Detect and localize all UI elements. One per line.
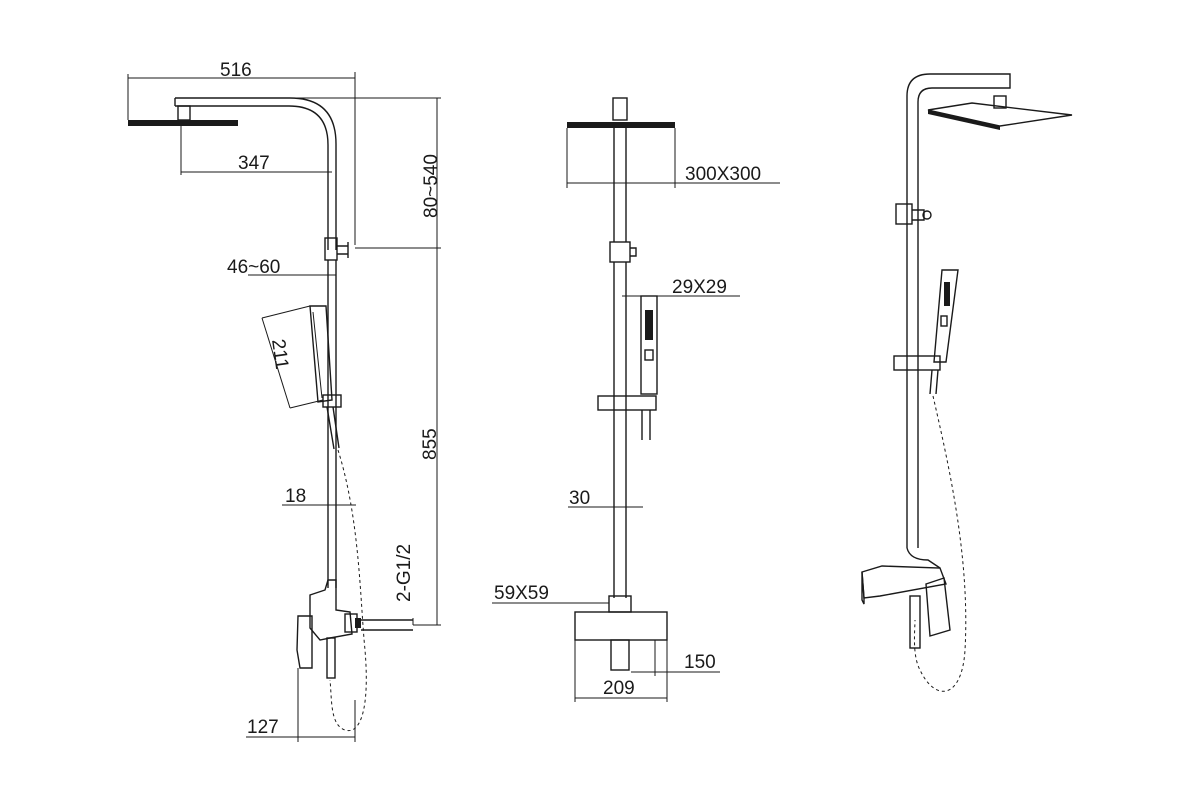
side-view: 516 347 80~540 46~60 211 855 18 2-G1/2 1… bbox=[127, 60, 442, 742]
persp-hose bbox=[913, 395, 967, 692]
dim-mixer-width: 209 bbox=[603, 678, 635, 699]
side-hand-shower bbox=[309, 305, 333, 403]
dim-column-section: 59X59 bbox=[494, 583, 549, 604]
side-rain-head bbox=[128, 120, 238, 126]
dim-head-size: 300X300 bbox=[685, 164, 761, 185]
persp-hand-shower bbox=[933, 269, 959, 363]
dim-hand-shower-length: 211 bbox=[267, 338, 292, 371]
side-diverter-block bbox=[324, 237, 338, 261]
persp-mixer-lever bbox=[925, 577, 951, 637]
front-head-connector bbox=[612, 97, 628, 121]
side-mixer-body bbox=[309, 579, 353, 641]
persp-hand-holder bbox=[893, 355, 941, 371]
dim-mixer-depth: 127 bbox=[247, 717, 279, 738]
side-hose bbox=[329, 449, 367, 732]
front-rain-head bbox=[567, 122, 675, 128]
persp-rain-head bbox=[927, 102, 1073, 127]
front-diverter-block bbox=[609, 241, 631, 263]
persp-spout bbox=[909, 595, 921, 649]
front-mixer-body bbox=[574, 611, 668, 641]
dim-wall-offset: 46~60 bbox=[227, 257, 280, 278]
persp-diverter-block bbox=[895, 203, 913, 225]
side-head-connector bbox=[177, 105, 191, 121]
side-hand-holder bbox=[322, 394, 342, 408]
dim-spout-length: 150 bbox=[684, 652, 716, 673]
front-column-base bbox=[608, 595, 632, 613]
side-mixer-lever bbox=[296, 615, 313, 669]
dim-arm-reach: 347 bbox=[238, 153, 270, 174]
perspective-view bbox=[861, 73, 1073, 692]
dim-inlet-thread: 2-G1/2 bbox=[394, 544, 415, 602]
dim-top-width: 516 bbox=[220, 60, 252, 81]
persp-shower-arm bbox=[906, 73, 1011, 548]
dim-tube-size: 30 bbox=[569, 488, 590, 509]
front-spout bbox=[610, 639, 630, 671]
dim-rail-height: 855 bbox=[420, 428, 441, 460]
side-spout bbox=[326, 637, 336, 679]
dim-rail-diameter: 18 bbox=[285, 486, 306, 507]
dim-height-adjust: 80~540 bbox=[421, 154, 442, 218]
dim-hand-shower-section: 29X29 bbox=[672, 277, 727, 298]
front-hand-holder bbox=[597, 395, 657, 411]
front-view: 300X300 29X29 30 59X59 150 209 bbox=[492, 97, 780, 702]
